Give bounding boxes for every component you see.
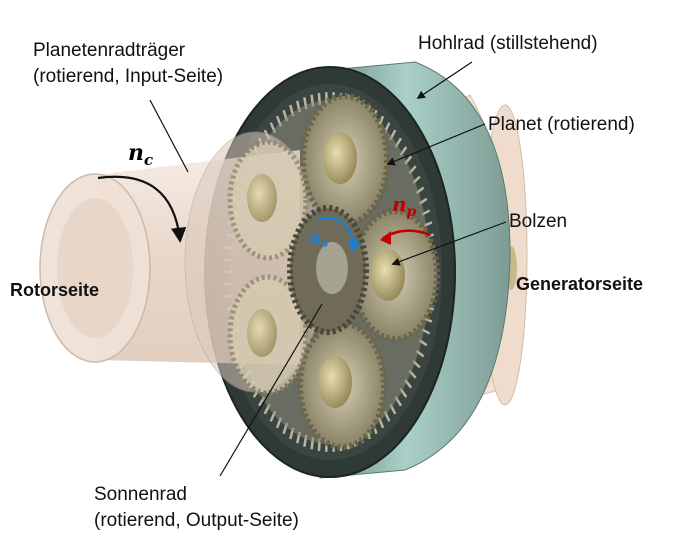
bolt-leader-line — [391, 221, 507, 266]
planet-gear-bottom — [297, 320, 387, 450]
sun-label-line1: Sonnenrad — [94, 484, 187, 505]
sun-gear — [287, 205, 369, 335]
carrier-rotation-arrow — [97, 175, 187, 244]
sun-rotation-arrow — [317, 216, 357, 246]
bolt-label: Bolzen — [509, 211, 567, 232]
planet-speed-symbol: np — [392, 192, 417, 220]
planet-leader-line — [386, 123, 486, 166]
ring-leader-line — [416, 61, 473, 99]
sun-leader-line — [219, 303, 323, 477]
carrier-label-line2: (rotierend, Input-Seite) — [33, 66, 223, 87]
planet-rotation-arrowhead — [380, 231, 391, 245]
sun-rotation-arrowhead — [348, 239, 361, 252]
carrier-leader-line — [149, 99, 189, 173]
planet-label: Planet (rotierend) — [488, 114, 635, 135]
planet-gear-top — [300, 93, 390, 227]
generator-side-label: Generatorseite — [516, 274, 643, 294]
ring-label: Hohlrad (stillstehend) — [418, 33, 598, 54]
carrier-label-line1: Planetenradträger — [33, 40, 186, 61]
sun-label-line2: (rotierend, Output-Seite) — [94, 510, 299, 531]
rotor-side-label: Rotorseite — [10, 280, 99, 300]
carrier-speed-symbol: nc — [128, 140, 153, 169]
sun-speed-symbol: ns — [309, 228, 328, 250]
planet-gear-left-top — [227, 139, 309, 261]
